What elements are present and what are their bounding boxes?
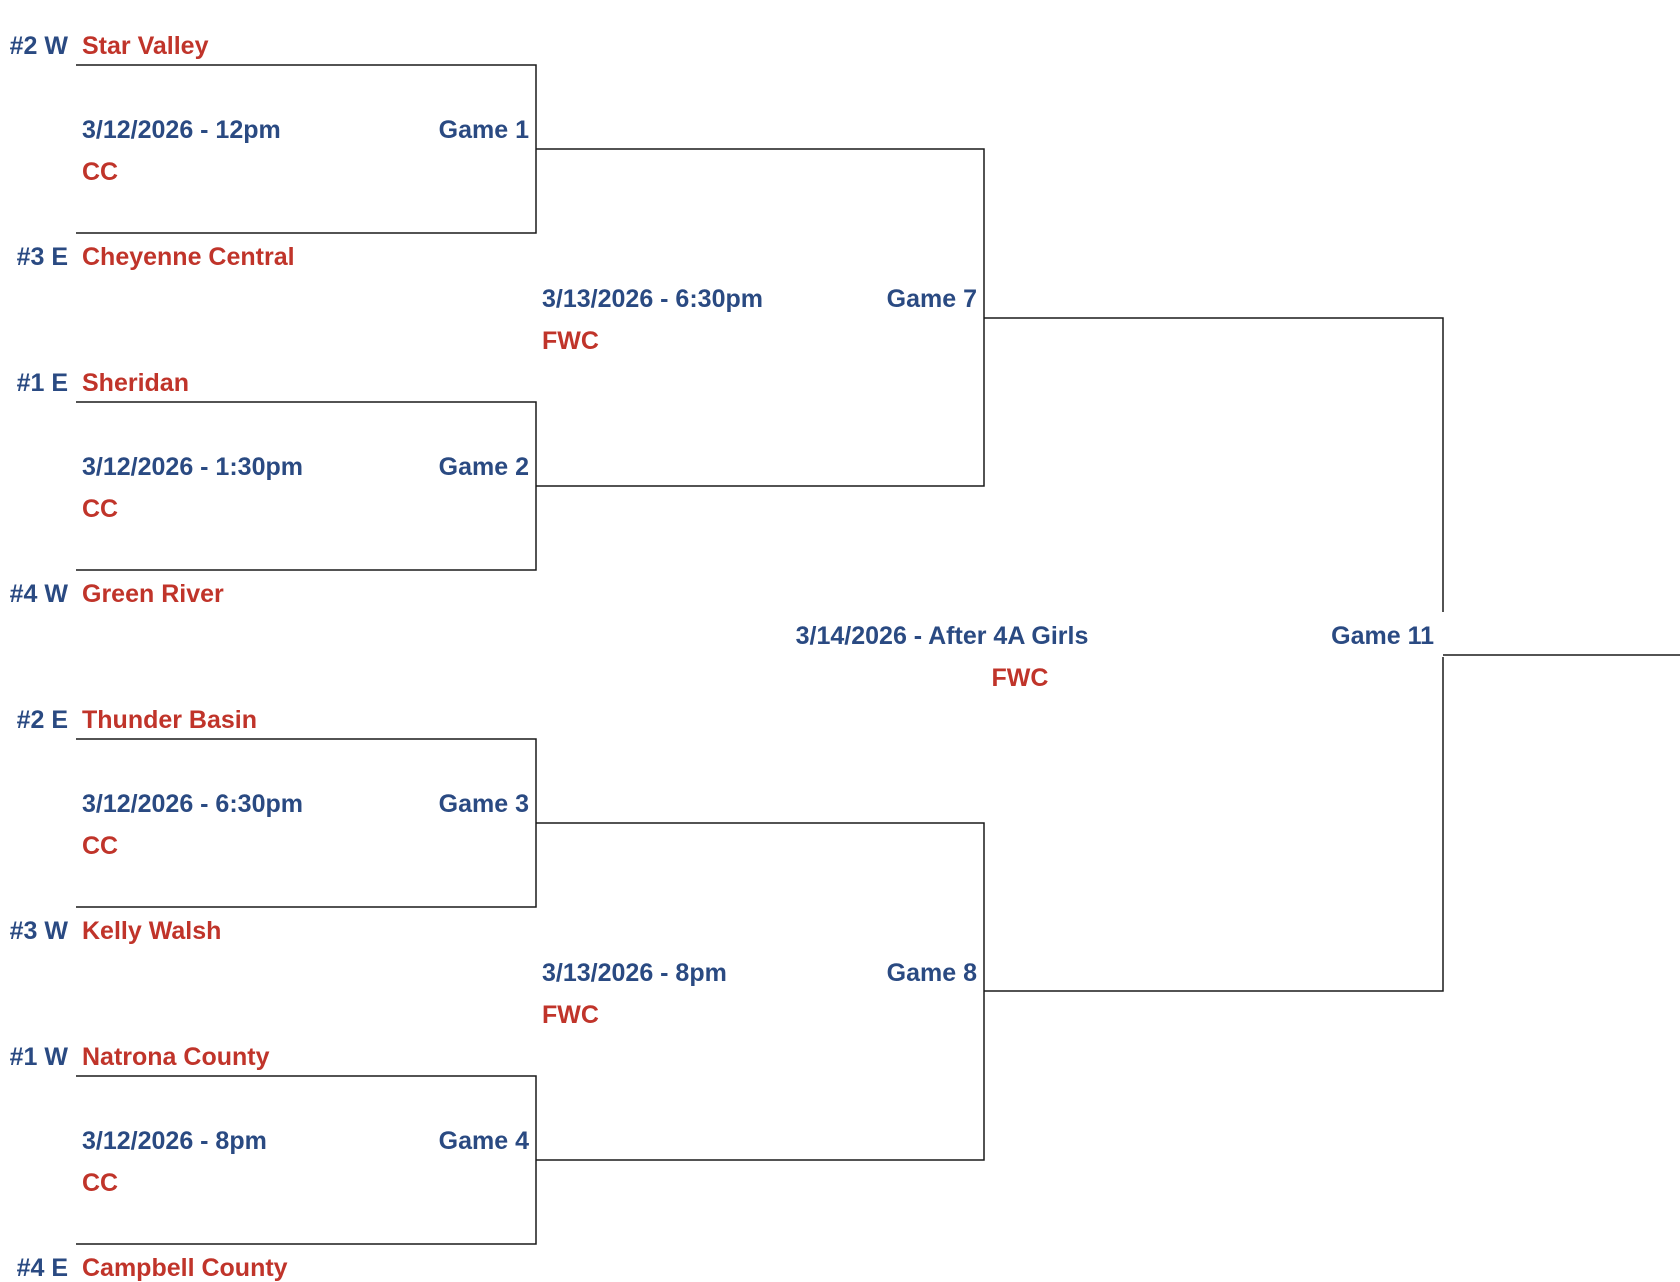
team-seed: #3 E [17,243,68,271]
game-4-bracket-line [76,1075,537,1245]
game-number: Game 3 [439,790,529,818]
game-venue: FWC [992,664,1049,692]
game-datetime: 3/12/2026 - 6:30pm [82,790,303,818]
team-seed: #3 W [10,917,69,945]
game-number: Game 11 [1331,622,1434,650]
game-venue: FWC [542,1001,599,1029]
game-1-bracket-line [76,64,537,234]
game-venue: CC [82,158,118,186]
team-seed: #2 W [10,32,69,60]
team-name: Campbell County [82,1254,288,1282]
game-7-bracket-line [536,148,985,487]
game-datetime: 3/13/2026 - 6:30pm [542,285,763,313]
game-3-bracket-line [76,738,537,908]
team-name: Kelly Walsh [82,917,221,945]
team-name: Natrona County [82,1043,270,1071]
game-venue: FWC [542,327,599,355]
game-datetime: 3/12/2026 - 8pm [82,1127,267,1155]
round-1-games: 3/12/2026 - 12pm Game 1 CC 3/12/2026 - 1… [82,116,529,1197]
game-2-bracket-line [76,401,537,571]
round-2-games: 3/13/2026 - 6:30pm Game 7 FWC 3/13/2026 … [542,285,977,1029]
game-datetime: 3/13/2026 - 8pm [542,959,727,987]
team-name: Thunder Basin [82,706,257,734]
game-datetime: 3/12/2026 - 1:30pm [82,453,303,481]
team-name: Sheridan [82,369,189,397]
game-number: Game 4 [439,1127,529,1155]
game-number: Game 8 [887,959,977,987]
game-number: Game 7 [887,285,977,313]
team-seed: #4 W [10,580,69,608]
bracket-lines [76,64,1680,1245]
game-venue: CC [82,1169,118,1197]
game-datetime: 3/14/2026 - After 4A Girls [796,622,1089,650]
team-name: Cheyenne Central [82,243,295,271]
game-11-bracket-line [984,317,1444,992]
game-8-bracket-line [536,822,985,1161]
team-seed: #2 E [17,706,68,734]
game-number: Game 1 [439,116,529,144]
game-venue: CC [82,495,118,523]
team-entries: #2 W Star Valley #3 E Cheyenne Central #… [10,32,295,1282]
game-datetime: 3/12/2026 - 12pm [82,116,281,144]
round-3-game: 3/14/2026 - After 4A Girls FWC Game 11 [796,622,1434,692]
team-name: Star Valley [82,32,209,60]
team-seed: #4 E [17,1254,68,1282]
game-number: Game 2 [439,453,529,481]
team-seed: #1 W [10,1043,69,1071]
team-name: Green River [82,580,224,608]
game-venue: CC [82,832,118,860]
team-seed: #1 E [17,369,68,397]
